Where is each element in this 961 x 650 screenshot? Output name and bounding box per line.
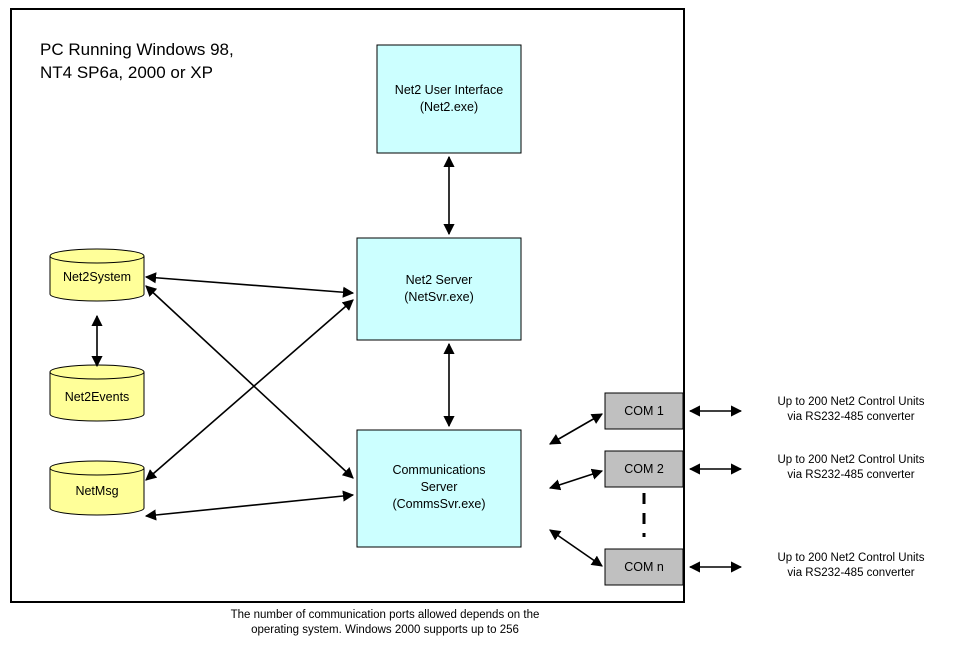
arrow-netmsg-comms — [144, 490, 355, 521]
net2system-database-icon — [49, 248, 145, 302]
footnote-line2: operating system. Windows 2000 supports … — [251, 624, 519, 636]
com2-external-line2: via RS232-485 converter — [787, 469, 915, 481]
comn-label: COM n — [624, 560, 664, 574]
comn-external-note: Up to 200 Net2 Control Units via RS232-4… — [744, 551, 958, 581]
pc-title: PC Running Windows 98, NT4 SP6a, 2000 or… — [40, 38, 234, 84]
com1-external-note: Up to 200 Net2 Control Units via RS232-4… — [744, 395, 958, 425]
com1-port-box — [604, 392, 684, 430]
net2events-database-icon — [49, 364, 145, 422]
net2-server-box — [356, 237, 522, 341]
com2-external-note: Up to 200 Net2 Control Units via RS232-4… — [744, 453, 958, 483]
arrow-comms-comn — [549, 529, 603, 567]
arrow-comms-com2 — [548, 468, 604, 491]
communications-server-label: Communications Server (CommsSvr.exe) — [357, 462, 521, 513]
com1-external-line2: via RS232-485 converter — [787, 411, 915, 423]
com1-external-line1: Up to 200 Net2 Control Units — [777, 396, 925, 408]
com2-label: COM 2 — [624, 462, 664, 476]
netmsg-database-icon — [49, 460, 145, 516]
comms-name-1: Communications — [392, 463, 486, 477]
footnote-line1: The number of communication ports allowe… — [230, 609, 540, 621]
net2-user-interface-box — [376, 44, 522, 154]
arrow-netmsg-server — [145, 299, 354, 481]
comn-external-line2: via RS232-485 converter — [787, 567, 915, 579]
net2-user-interface-label: Net2 User Interface (Net2.exe) — [377, 82, 521, 116]
ui-exe: (Net2.exe) — [419, 100, 479, 114]
pc-title-line2: NT4 SP6a, 2000 or XP — [40, 63, 213, 82]
server-exe: (NetSvr.exe) — [404, 290, 474, 304]
net2events-label: Net2Events — [64, 390, 130, 404]
ui-name: Net2 User Interface — [394, 83, 504, 97]
comms-exe: (CommsSvr.exe) — [392, 497, 486, 511]
comms-name-2: Server — [420, 480, 458, 494]
server-name: Net2 Server — [405, 273, 473, 287]
communications-server-box — [356, 429, 522, 548]
com2-external-line1: Up to 200 Net2 Control Units — [777, 454, 925, 466]
net2system-label: Net2System — [62, 270, 132, 284]
pc-title-line1: PC Running Windows 98, — [40, 40, 234, 59]
com2-port-box — [604, 450, 684, 488]
net2-server-label: Net2 Server (NetSvr.exe) — [357, 272, 521, 306]
comn-port-box — [604, 548, 684, 586]
com1-label: COM 1 — [624, 404, 664, 418]
netmsg-label: NetMsg — [75, 484, 119, 498]
footnote: The number of communication ports allowe… — [150, 608, 620, 638]
arrow-comms-com1 — [549, 413, 603, 445]
comn-external-line1: Up to 200 Net2 Control Units — [777, 552, 925, 564]
